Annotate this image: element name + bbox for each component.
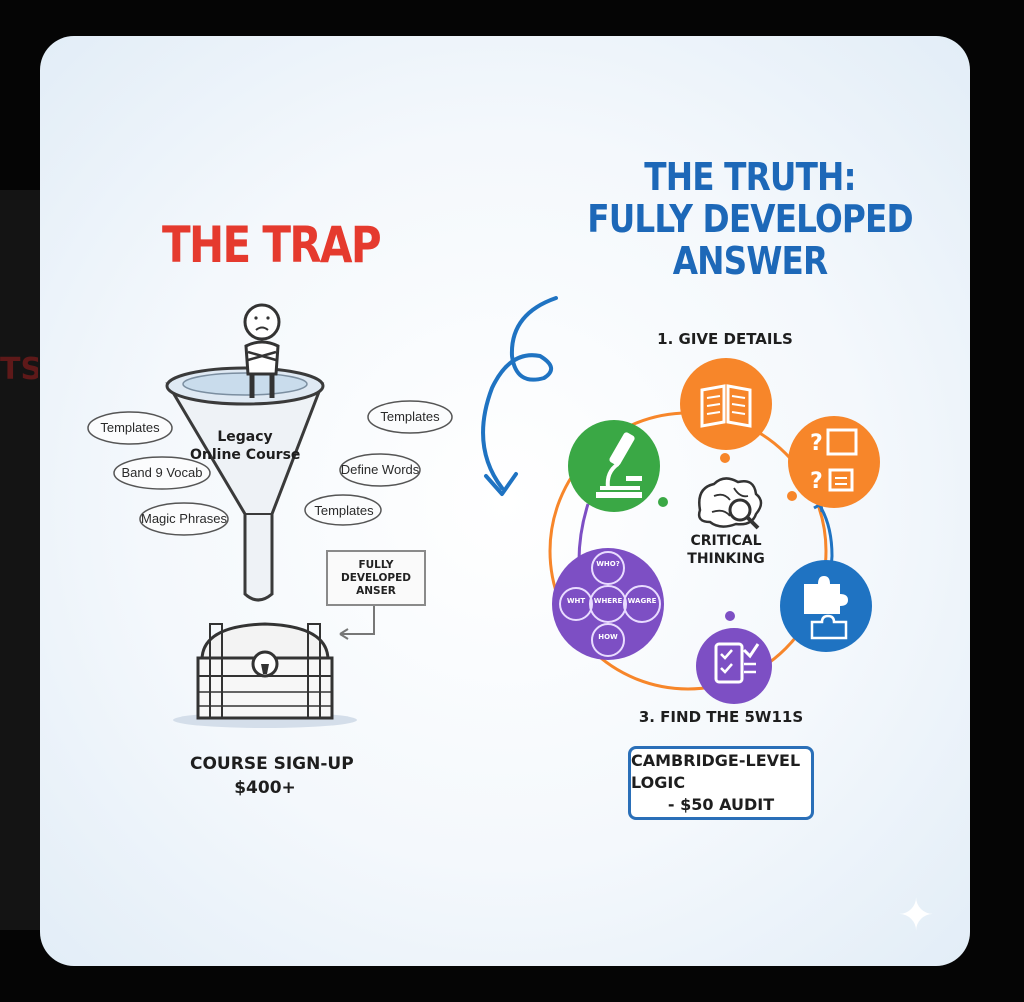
wheel-word-where: WHERE (593, 597, 623, 605)
funnel-label-line: Legacy (217, 429, 273, 445)
truth-title: THE TRUTH: FULLY DEVELOPED ANSWER (550, 156, 950, 282)
book-icon (680, 358, 772, 450)
person-icon (243, 303, 281, 398)
truth-title-line: FULLY DEVELOPED (587, 197, 913, 241)
wheel-word-wht: WHT (566, 597, 586, 605)
chip-ellipse (139, 502, 229, 536)
box-line: ANSER (356, 584, 396, 597)
question-doc-icon: ? ? (788, 416, 880, 508)
connector-arrowhead (339, 628, 349, 640)
5w-wheel (552, 548, 664, 660)
sparkle-icon: ✦ (897, 890, 935, 941)
trap-title: THE TRAP (162, 216, 382, 274)
svg-text:?: ? (810, 431, 823, 456)
chip-magic-phrases: Magic Phrases (141, 511, 227, 526)
signup-price: $400+ (234, 778, 296, 798)
chip-define-words: Define Words (340, 462, 420, 477)
course-signup-label: COURSE SIGN-UP $400+ (190, 752, 354, 800)
checklist-icon (696, 628, 772, 704)
svg-text:?: ? (810, 469, 823, 494)
funnel-icon (165, 366, 325, 602)
microscope-icon (568, 420, 660, 512)
truth-title-line: THE TRUTH: (644, 155, 856, 199)
wheel-word-how: HOW (598, 633, 618, 641)
ring-dot (720, 453, 730, 463)
treasure-chest-icon (173, 622, 357, 728)
truth-title-line: ANSWER (672, 239, 828, 283)
audit-line: - $50 AUDIT (667, 795, 775, 814)
box-line: FULLY (358, 558, 394, 571)
ring-dot (787, 491, 797, 501)
box-line: DEVELOPED (340, 571, 411, 584)
funnel-label-line: Online Course (190, 447, 301, 463)
chip-templates-right: Templates (380, 409, 440, 424)
brain-search-icon (697, 477, 763, 530)
chip-ellipse (87, 411, 173, 445)
ring-dot (725, 611, 735, 621)
funnel-label: Legacy Online Course (190, 428, 300, 464)
chip-ellipse (367, 400, 453, 434)
diagram-canvas: ? ? (87, 296, 880, 728)
signup-line: COURSE SIGN-UP (190, 754, 354, 774)
ring-dot (658, 497, 668, 507)
chip-templates-left: Templates (100, 420, 160, 435)
audit-box: CAMBRIDGE-LEVEL LOGIC - $50 AUDIT (628, 746, 814, 820)
critical-thinking-label: CRITICAL THINKING (676, 532, 776, 568)
flow-arrow (481, 296, 558, 496)
center-line: THINKING (687, 551, 765, 567)
background-fragment: TS (0, 352, 38, 387)
chip-ellipse (113, 456, 211, 490)
chip-templates-bottom: Templates (314, 503, 374, 518)
wheel-word-wagre: WAGRE (627, 597, 657, 605)
center-line: CRITICAL (690, 533, 762, 549)
puzzle-icon (780, 560, 872, 652)
audit-line: CAMBRIDGE-LEVEL LOGIC (631, 751, 801, 792)
infographic-card: ? ? (40, 36, 970, 966)
fully-developed-box: FULLY DEVELOPED ANSER (326, 550, 426, 606)
connector-line (340, 602, 375, 635)
chip-ellipse (304, 494, 382, 526)
background-panel (0, 190, 40, 930)
chip-ellipse (339, 453, 421, 487)
wheel-word-who: WHO? (596, 560, 620, 568)
chip-band9-vocab: Band 9 Vocab (121, 465, 203, 480)
step-3-label: 3. FIND THE 5W11S (638, 708, 804, 726)
step-1-label: 1. GIVE DETAILS (657, 330, 793, 348)
